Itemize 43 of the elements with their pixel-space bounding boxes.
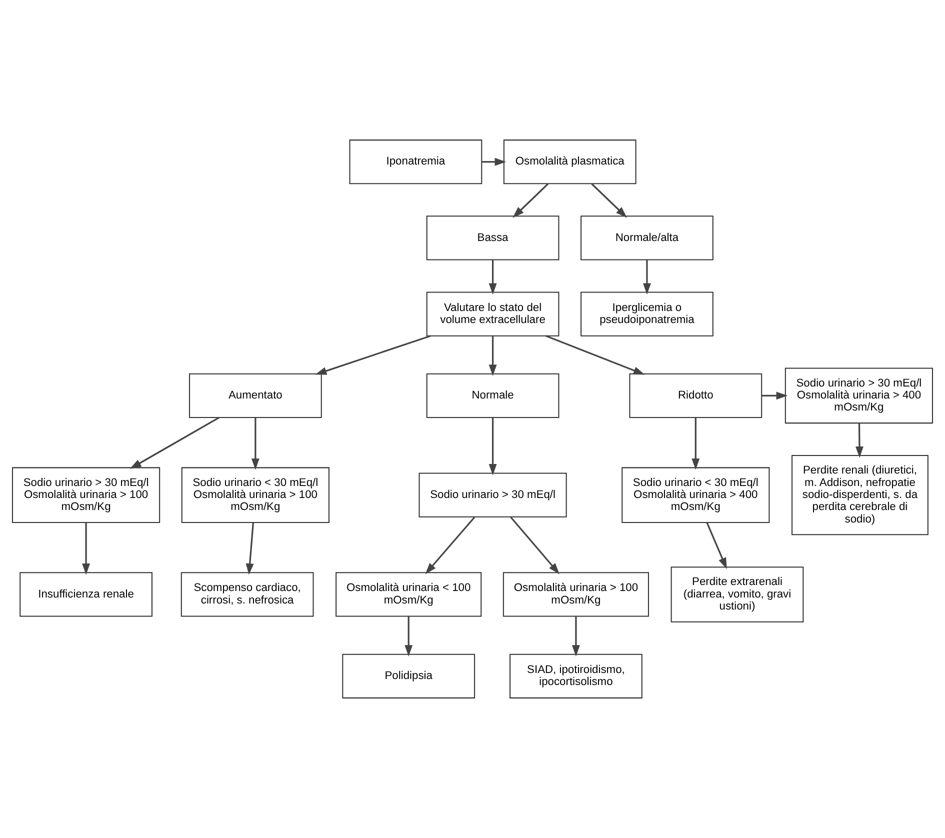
arrow xyxy=(572,616,580,657)
arrow xyxy=(488,260,497,295)
arrow xyxy=(130,416,220,469)
arrow xyxy=(488,336,497,376)
node-box: Osmolalità urinaria < 100 mOsm/Kg xyxy=(336,572,482,617)
arrow xyxy=(404,616,413,657)
node-box: Sodio urinario < 30 mEq/l Osmolalità urinaria > 100 mOsm/Kg xyxy=(181,467,330,523)
arrow xyxy=(82,522,90,575)
arrow xyxy=(246,522,254,575)
node-box: Sodio urinario > 30 mEq/l xyxy=(418,472,567,518)
arrow xyxy=(546,335,645,375)
node-box: Scompenso cardiaco, cirrosi, s. nefrosica xyxy=(180,572,314,617)
node-box: Polidipsia xyxy=(342,654,476,698)
node-box: Sodio urinario < 30 mEq/l Osmolalità urinaria > 400 mOsm/Kg xyxy=(622,467,770,523)
node-box: Perdite renali (diuretici, m. Addison, nefropatie sodio-disperdenti, s. da perdita cerebrale di sodio) xyxy=(792,455,928,536)
node-box: Valutare lo stato del volume extracellulare xyxy=(426,292,560,336)
node-box: Osmolalità urinaria > 100 mOsm/Kg xyxy=(502,572,649,617)
node-box: Bassa xyxy=(426,216,560,260)
node-box: Normale/alta xyxy=(580,216,714,260)
node-box: Aumentato xyxy=(189,373,322,418)
arrow xyxy=(425,516,476,574)
arrow xyxy=(591,183,628,218)
arrow xyxy=(706,522,727,570)
arrow xyxy=(692,418,700,470)
node-box: Iperglicemia o pseudoiponatremia xyxy=(580,292,714,336)
arrow xyxy=(315,335,431,375)
node-box: Osmolalità plasmatica xyxy=(503,140,636,184)
node-box: Sodio urinario > 30 mEq/l Osmolalità urinaria > 400 mOsm/Kg xyxy=(784,368,933,424)
arrow xyxy=(482,158,506,166)
arrow xyxy=(856,423,864,458)
arrow xyxy=(642,260,651,295)
node-box: Normale xyxy=(426,373,560,418)
node-box: Ridotto xyxy=(629,373,762,418)
arrow xyxy=(251,418,260,470)
node-box: Insufficienza renale xyxy=(20,572,152,617)
arrow xyxy=(762,392,788,400)
arrow xyxy=(488,418,497,476)
node-box: Iponatremia xyxy=(349,140,482,184)
node-box: SIAD, ipotiroidismo, ipocortisolismo xyxy=(510,654,642,698)
node-box: Sodio urinario > 30 mEq/l Osmolalità urinaria > 100 mOsm/Kg xyxy=(12,467,160,523)
arrow xyxy=(510,516,560,574)
node-box: Perdite extrarenali (diarrea, vomito, gravi ustioni) xyxy=(670,566,804,622)
arrow xyxy=(512,183,549,218)
